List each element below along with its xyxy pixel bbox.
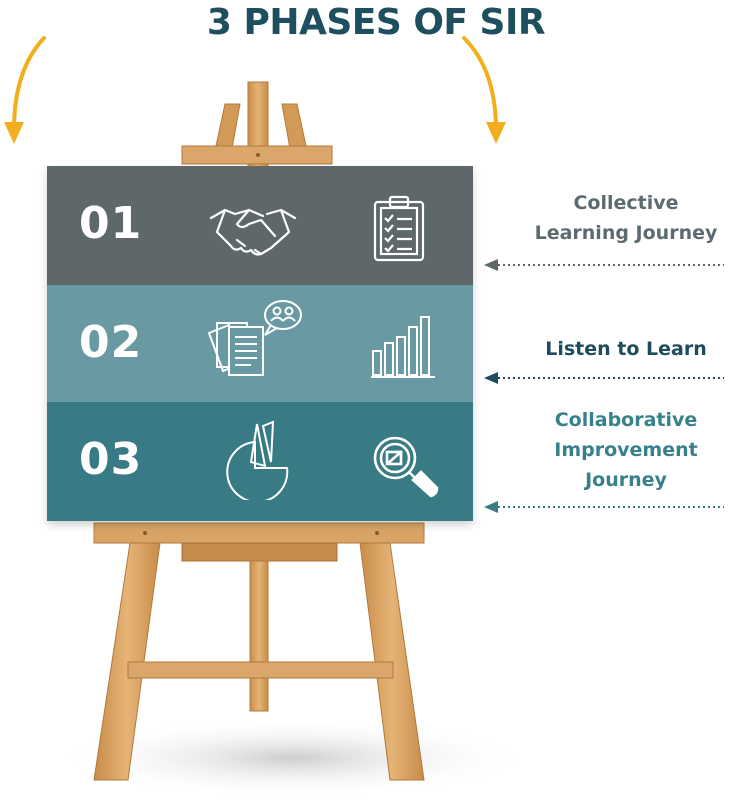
bar-chart-icon: [371, 316, 435, 378]
pointer-arrow-1-icon: [484, 259, 724, 271]
clipboard-checklist-icon: [373, 195, 425, 262]
pointer-arrow-2-icon: [484, 372, 724, 384]
label-line: Learning Journey: [534, 222, 718, 244]
handshake-icon: [209, 208, 297, 256]
phase-label-2: Listen to Learn: [500, 334, 752, 364]
phase-number: 03: [79, 434, 143, 485]
easel-leg-back: [249, 560, 269, 712]
label-line: Journey: [585, 469, 667, 491]
documents-chat-icon: [207, 300, 302, 376]
easel-leg-front-left: [93, 542, 161, 781]
label-line: Collaborative: [554, 409, 698, 431]
phase-band-3: 03: [47, 402, 473, 521]
label-line: Collective: [573, 192, 679, 214]
easel-ledge-lip: [181, 542, 338, 562]
curved-arrow-right-icon: [462, 36, 506, 144]
phase-label-3: Collaborative Improvement Journey: [500, 405, 752, 495]
easel-crossbar: [127, 661, 394, 679]
phase-number: 02: [79, 317, 143, 368]
phase-band-1: 01: [47, 166, 473, 285]
curved-arrow-left-icon: [4, 36, 46, 144]
pointer-arrow-3-icon: [484, 501, 724, 513]
magnifier-check-icon: [373, 436, 439, 498]
phase-number: 01: [79, 198, 143, 249]
label-line: Listen to Learn: [545, 338, 707, 360]
label-line: Improvement: [554, 439, 698, 461]
page-title: 3 PHASES OF SIR: [206, 2, 546, 43]
easel-board: 01 02: [47, 166, 473, 521]
pie-chart-icon: [226, 420, 289, 500]
phase-band-2: 02: [47, 285, 473, 402]
phase-label-1: Collective Learning Journey: [500, 188, 752, 248]
